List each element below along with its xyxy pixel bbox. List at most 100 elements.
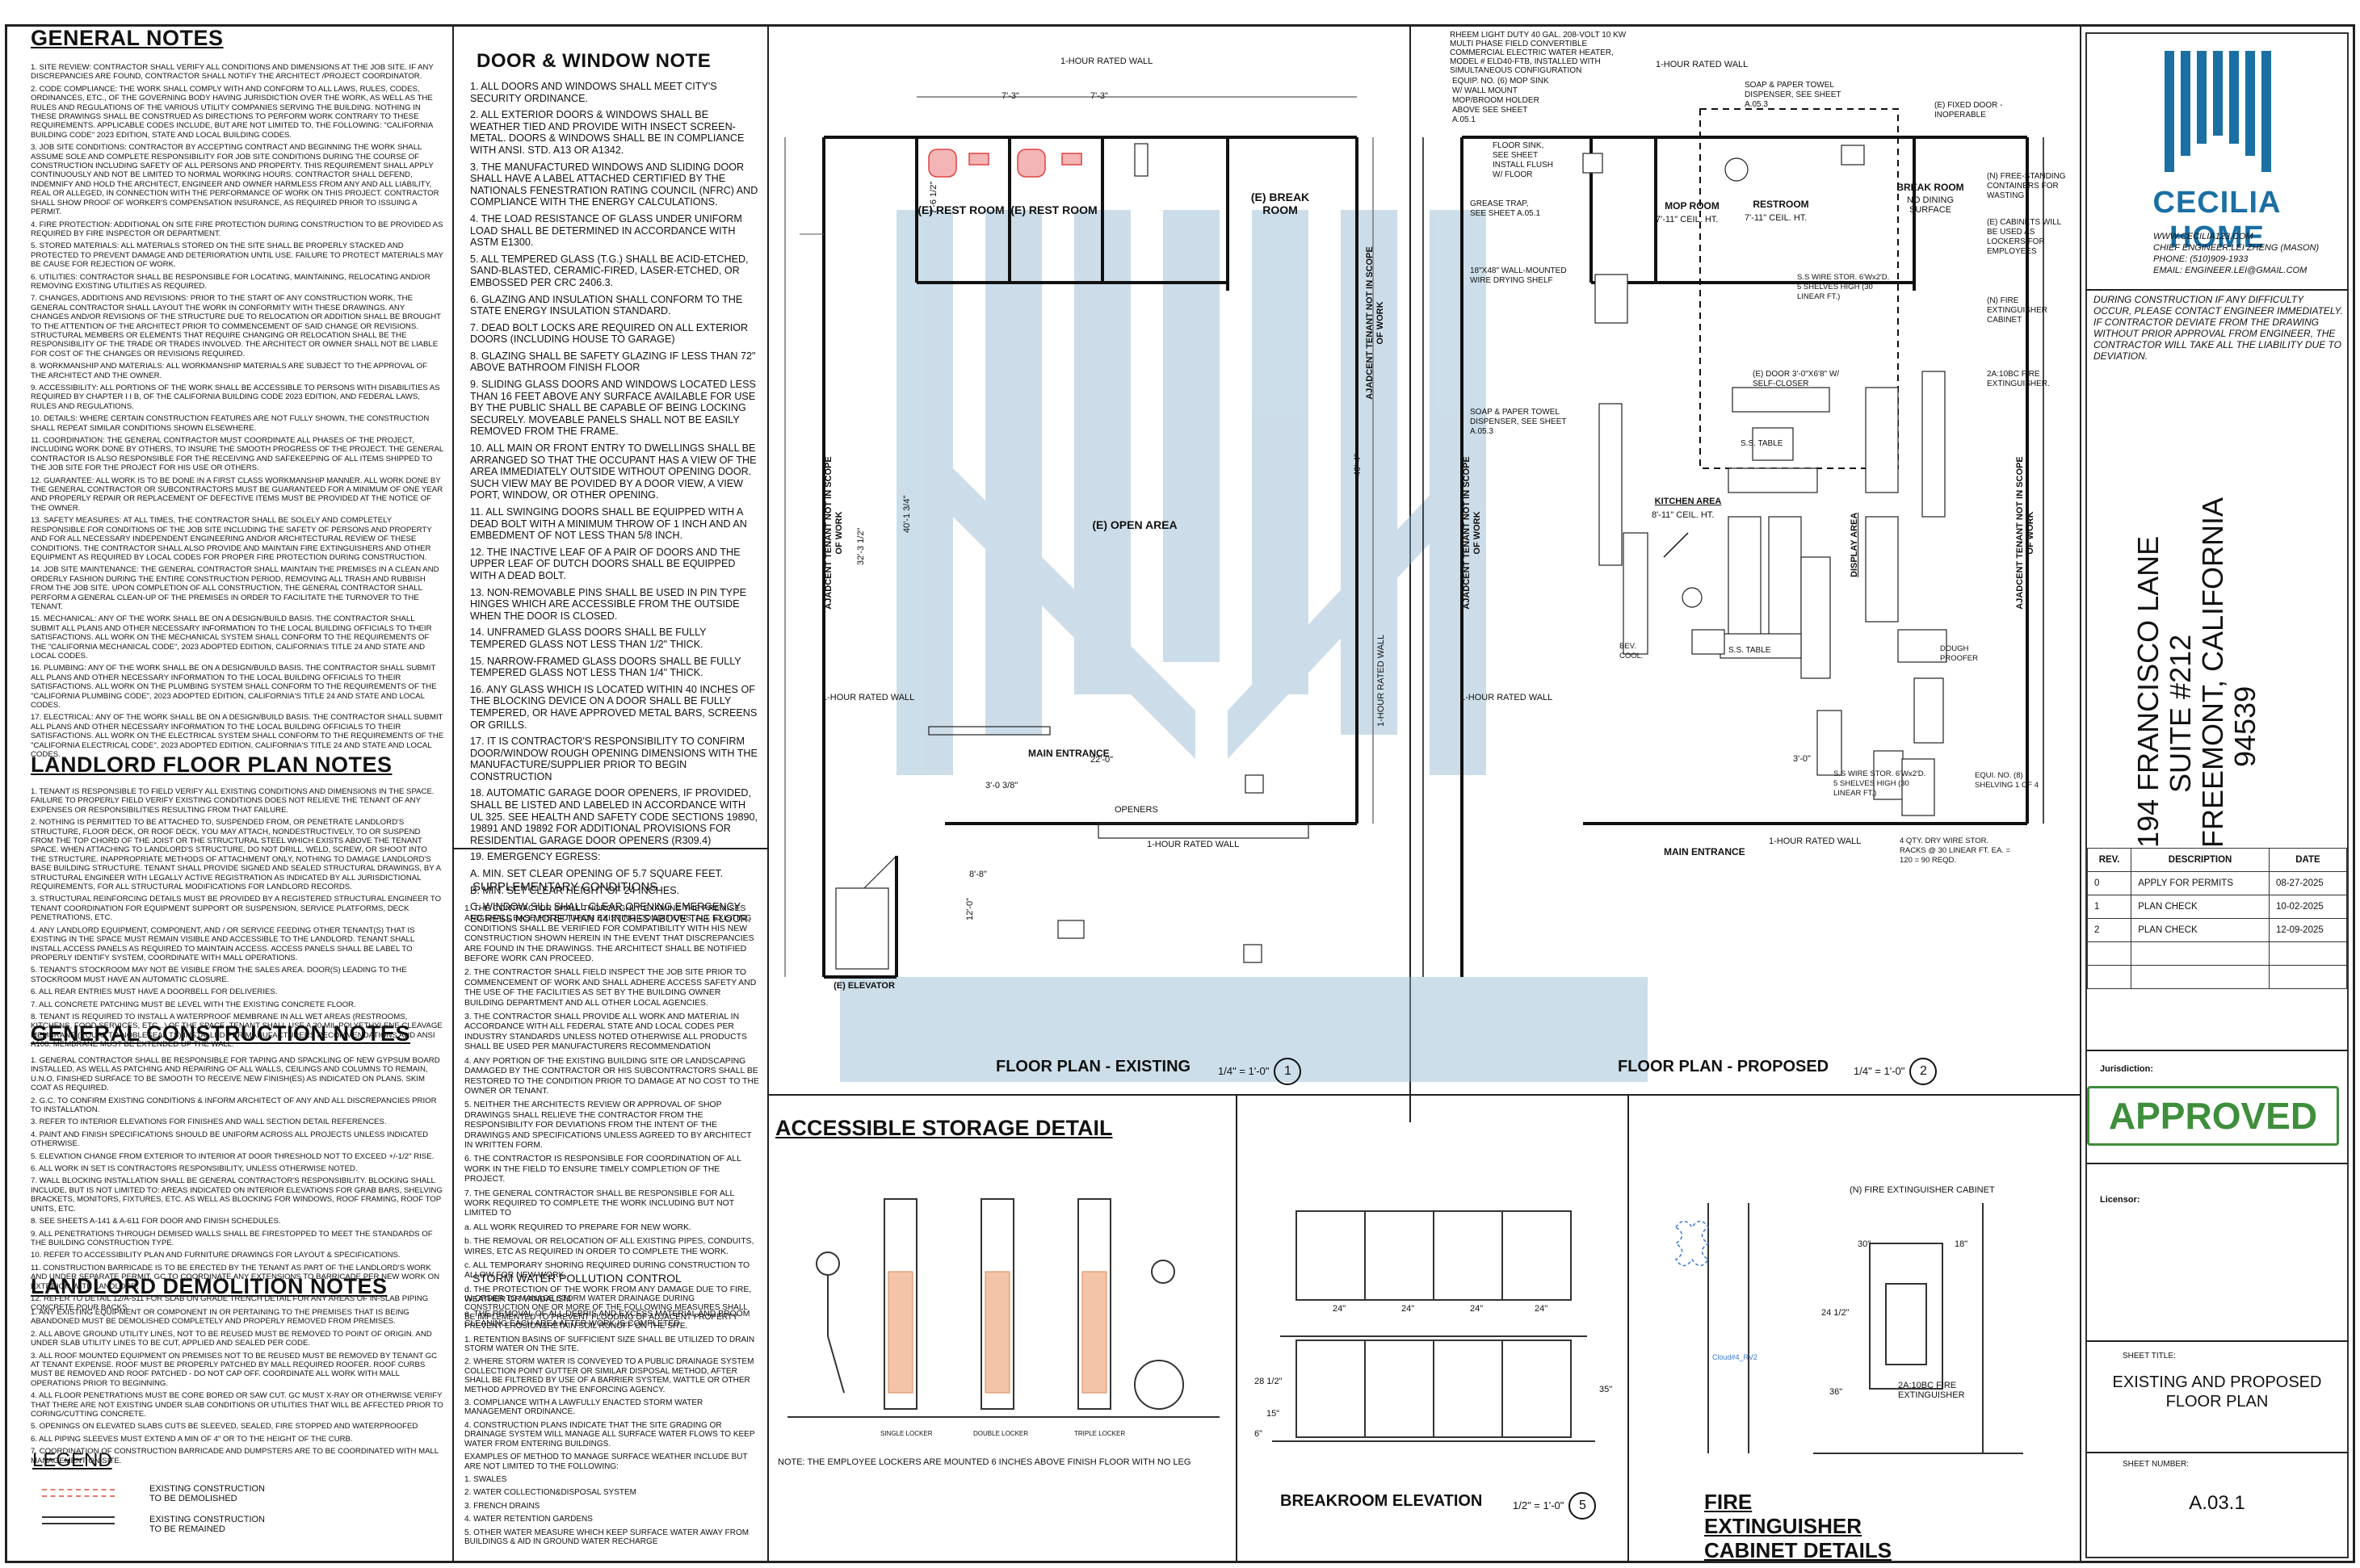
note-item: 4. ANY PORTION OF THE EXISTING BUILDING … xyxy=(464,1056,759,1096)
sheet-border xyxy=(5,24,2355,1563)
existing-wall-bottom: 1-HOUR RATED WALL xyxy=(1147,840,1240,849)
landlord-demolition-notes-title: LANDLORD DEMOLITION NOTES xyxy=(31,1274,388,1298)
fire-extinguisher-label: 2A:10BC FIRE EXTINGUISHER xyxy=(1898,1381,1965,1400)
floor-sink-note: FLOOR SINK, SEE SHEET INSTALL FLUSH W/ F… xyxy=(1493,141,1554,179)
legend-swatch-remain xyxy=(42,1523,115,1524)
note-item: 1. GENERAL CONTRACTOR SHALL BE RESPONSIB… xyxy=(31,1056,440,1093)
existing-adjacent-right: AJADCENT TENANT NOT IN SCOPE OF WORK xyxy=(1365,246,1385,400)
note-item: 2. ALL ABOVE GROUND UTILITY LINES, NOT T… xyxy=(31,1329,432,1348)
storm-water-title: STORM WATER POLLUTION CONTROL xyxy=(472,1272,682,1285)
ss-table: S.S. TABLE xyxy=(1728,646,1771,655)
door-note: (E) DOOR 3'-0"X6'8" W/ SELF-CLOSER xyxy=(1753,370,1840,388)
dim: 24" xyxy=(1535,1304,1548,1314)
note-item: 16. ANY GLASS WHICH IS LOCATED WITHIN 40… xyxy=(470,683,758,731)
note-item: EXAMPLES OF METHOD TO MANAGE SURFACE WEA… xyxy=(464,1453,748,1471)
legend-title: LEGEND xyxy=(32,1449,112,1471)
note-item: 4. THE LOAD RESISTANCE OF GLASS UNDER UN… xyxy=(470,212,742,249)
note-item: 4. CONSTRUCTION PLANS INDICATE THAT THE … xyxy=(464,1420,755,1449)
floor-plan-proposed-drawing xyxy=(1422,108,2044,977)
revision-cloud-label: Cloud#4_RV2 xyxy=(1712,1353,1757,1361)
note-item: 8. WORKMANSHIP AND MATERIALS: ALL WORKMA… xyxy=(31,362,427,380)
dough-proofer: DOUGH PROOFER xyxy=(1940,644,1978,663)
note-item: e. THE REMOVAL OF ALL DEBRIS AND EXCESS … xyxy=(464,1309,750,1329)
legend-swatch-demolish xyxy=(42,1489,115,1490)
note-item: 5. OTHER WATER MEASURE WHICH KEEP SURFAC… xyxy=(464,1528,750,1546)
divider xyxy=(2085,1163,2349,1164)
note-item: 1. RETENTION BASINS OF SUFFICIENT SIZE S… xyxy=(464,1335,755,1354)
dim: 24" xyxy=(1470,1304,1484,1314)
landlord-floor-plan-notes-list: 1. TENANT IS RESPONSIBLE TO FIELD VERIFY… xyxy=(31,787,444,1053)
free-standing-note: (N) FREE-STANDING CONTAINERS FOR WASTING xyxy=(1987,172,2066,200)
dim: 24" xyxy=(1333,1304,1346,1314)
room-break-room: (E) BREAK ROOM xyxy=(1250,191,1310,216)
note-item: 3. REFER TO INTERIOR ELEVATIONS FOR FINI… xyxy=(31,1117,387,1127)
legend-remain-label: EXISTING CONSTRUCTION TO BE REMAINED xyxy=(149,1515,266,1534)
note-item: 4. ANY LANDLORD EQUIPMENT, COMPONENT, AN… xyxy=(31,925,415,962)
landlord-demolition-notes-list: 1. ANY EXISTING EQUIPMENT OR COMPONENT I… xyxy=(31,1308,444,1469)
bev-cooler: BEV. COOL. xyxy=(1619,642,1644,660)
room-kitchen: KITCHEN AREA xyxy=(1654,497,1722,506)
dim: 24 1/2" xyxy=(1821,1308,1850,1318)
note-item: 7. ALL CONCRETE PATCHING MUST BE LEVEL W… xyxy=(31,1000,356,1009)
note-item: 6. ALL WORK IN SET IS CONTRACTORS RESPON… xyxy=(31,1164,358,1174)
breakroom-elevation-drawing xyxy=(1272,1210,1595,1442)
licensor-label: Licensor: xyxy=(2100,1195,2140,1205)
note-item: 3. ALL ROOF MOUNTED EQUIPMENT ON PREMISE… xyxy=(31,1351,438,1388)
note-item: 9. SLIDING GLASS DOORS AND WINDOWS LOCAT… xyxy=(470,379,756,438)
dim: 36" xyxy=(1829,1387,1843,1397)
existing-wall-top: 1-HOUR RATED WALL xyxy=(1060,57,1153,66)
wire-storage-note: S.S WIRE STOR. 6'Wx2'D. 5 SHELVES HIGH (… xyxy=(1797,273,1890,301)
project-address: 194 FRANCISCO LANE SUITE #212 FREEMONT, … xyxy=(2131,497,2261,848)
note-item: 16. PLUMBING: ANY OF THE WORK SHALL BE O… xyxy=(31,664,437,710)
note-item: 13. SAFETY MEASURES: AT ALL TIMES, THE C… xyxy=(31,516,432,562)
soap-dispenser-note: SOAP & PAPER TOWEL DISPENSER, SEE SHEET … xyxy=(1745,81,1841,109)
general-construction-notes-title: GENERAL CONSTRUCTION NOTES xyxy=(31,1021,411,1046)
note-item: 10. DETAILS: WHERE CERTAIN CONSTRUCTION … xyxy=(31,414,430,433)
note-item: 3. STRUCTURAL REINFORCING DETAILS MUST B… xyxy=(31,895,442,923)
note-item: 18. AUTOMATIC GARAGE DOOR OPENERS, IF PR… xyxy=(470,787,758,846)
engineer: CHIEF ENGINEER:LEI ZHENG (MASON) xyxy=(2153,243,2320,253)
note-item: 15. MECHANICAL: ANY OF THE WORK SHALL BE… xyxy=(31,614,432,660)
note-item: 1. ALL DOORS AND WINDOWS SHALL MEET CITY… xyxy=(470,81,717,104)
divider xyxy=(767,24,769,1563)
note-item: 1. SITE REVIEW: CONTRACTOR SHALL VERIFY … xyxy=(31,63,434,82)
dim: 24" xyxy=(1401,1304,1415,1314)
divider xyxy=(452,24,454,1563)
note-item: 4. PAINT AND FINISH SPECIFICATIONS SHOUL… xyxy=(31,1130,429,1149)
note-item: 14. UNFRAMED GLASS DOORS SHALL BE FULLY … xyxy=(470,627,707,650)
triple-locker-label: TRIPLE LOCKER xyxy=(1074,1430,1126,1437)
dim: 15" xyxy=(1266,1409,1280,1419)
email: EMAIL: ENGINEER.LEI@GMAIL.COM xyxy=(2153,266,2308,275)
note-item: 3. JOB SITE CONDITIONS: CONTRACTOR BY AC… xyxy=(31,143,439,217)
ss-table: S.S. TABLE xyxy=(1741,439,1783,448)
note-item: 6. THE CONTRACTOR IS RESPONSIBLE FOR COO… xyxy=(464,1155,741,1184)
divider xyxy=(1236,1094,1237,1562)
floor-plan-existing-title: FLOOR PLAN - EXISTING xyxy=(996,1058,1191,1075)
note-item: 8. GLAZING SHALL BE SAFETY GLAZING IF LE… xyxy=(470,350,756,374)
note-item: 10. ALL MAIN OR FRONT ENTRY TO DWELLINGS… xyxy=(470,442,757,501)
equip-8-note: EQUI. NO. (8) SHELVING 1 OF 4 xyxy=(1975,771,2039,790)
dim: 32'-3 1/2" xyxy=(856,527,866,565)
room-breakroom: BREAK ROOM xyxy=(1896,182,1964,193)
soap-dispenser-note: SOAP & PAPER TOWEL DISPENSER, SEE SHEET … xyxy=(1470,408,1567,436)
dim: 18" xyxy=(1955,1239,1968,1249)
sheet-title-label: SHEET TITLE: xyxy=(2123,1352,2176,1360)
door-window-note-title: DOOR & WINDOW NOTE xyxy=(477,50,712,72)
general-construction-notes-list: 1. GENERAL CONTRACTOR SHALL BE RESPONSIB… xyxy=(31,1056,444,1316)
note-item: 2. NOTHING IS PERMITTED TO BE ATTACHED T… xyxy=(31,818,441,892)
phone: PHONE: (510)909-1933 xyxy=(2153,254,2249,264)
single-locker-label: SINGLE LOCKER xyxy=(880,1430,933,1437)
dim: 7'-3" xyxy=(1090,91,1108,101)
note-item: 5. ELEVATION CHANGE FROM EXTERIOR TO INT… xyxy=(31,1151,435,1161)
note-item: 11. CONSTRUCTION BARRICADE IS TO BE EREC… xyxy=(31,1263,440,1291)
room-rest-room-1: (E) REST ROOM xyxy=(918,203,1005,216)
general-notes-title: GENERAL NOTES xyxy=(31,26,224,50)
fire-extinguisher-drawing xyxy=(1674,1203,2023,1454)
floor-plan-existing-drawing xyxy=(784,96,1374,979)
cabinets-note: (E) CABINETS WILL BE USED AS LOCKERS FOR… xyxy=(1987,218,2061,256)
proposed-wall-left: 1-HOUR RATED WALL xyxy=(1460,693,1553,702)
note-item: 13. NON-REMOVABLE PINS SHALL BE USED IN … xyxy=(470,586,746,622)
existing-adjacent-left: AJADCENT TENANT NOT IN SCOPE OF WORK xyxy=(824,456,844,610)
double-locker-label: DOUBLE LOCKER xyxy=(973,1430,1029,1437)
note-item: 2. WATER COLLECTION&DISPOSAL SYSTEM xyxy=(464,1488,637,1498)
